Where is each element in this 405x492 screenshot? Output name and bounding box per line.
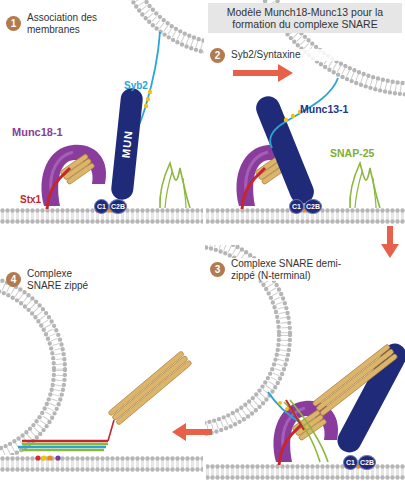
c-domain: C1 xyxy=(289,199,304,214)
protein-label: Munc18-1 xyxy=(12,126,63,138)
protein-label: Syb2 xyxy=(124,80,148,91)
step-circle: 3Complexe SNARE demi-zippé (N-terminal) xyxy=(210,262,225,277)
domain-label: C1 xyxy=(95,200,108,213)
plasma-membrane xyxy=(0,456,203,472)
protein-label: SNAP-25 xyxy=(330,147,374,159)
syb2-beads xyxy=(284,110,302,122)
mun-domain: MUN xyxy=(110,87,144,201)
domain-label: C2B xyxy=(305,200,321,213)
step-arrow xyxy=(381,226,399,258)
snap25-helix xyxy=(350,163,380,208)
step-circle: 2Syb2/Syntaxine xyxy=(210,48,225,63)
membrane-lipids xyxy=(35,455,60,460)
c-domain: C2B xyxy=(304,199,322,214)
step-circle: 1Association des membranes xyxy=(6,16,21,31)
step-heading: Complexe SNARE demi-zippé (N-terminal) xyxy=(230,258,344,281)
step-arrow xyxy=(172,423,212,441)
domain-label: C1 xyxy=(290,200,303,213)
vesicle-membrane xyxy=(0,275,65,455)
title-text: Modèle Munch18-Munc13 pour la formation … xyxy=(227,6,383,30)
c-domain: C1 xyxy=(94,199,109,214)
snap25-helix xyxy=(160,163,190,208)
domain-label: C2B xyxy=(359,456,375,469)
stx1-strand xyxy=(286,400,304,430)
step-number: 3 xyxy=(210,262,225,277)
step-number: 4 xyxy=(6,272,21,287)
protein-label: Stx1 xyxy=(20,194,41,205)
syb2-beads xyxy=(144,90,152,108)
step-heading: Syb2/Syntaxine xyxy=(230,49,342,61)
domain-label: C1 xyxy=(344,456,357,469)
step-heading: Association des membranes xyxy=(26,12,108,35)
c-domain: C2B xyxy=(109,199,127,214)
step-number: 2 xyxy=(210,48,225,63)
domain-label: C2B xyxy=(110,200,126,213)
domain-label: MUN xyxy=(120,129,135,158)
c-domain: C1 xyxy=(343,455,358,470)
plasma-membrane xyxy=(206,464,405,480)
step-heading: Complexe SNARE zippé xyxy=(26,268,102,291)
step-number: 1 xyxy=(6,16,21,31)
protein-label: Munc13-1 xyxy=(300,103,348,115)
vesicle-membrane xyxy=(115,0,204,55)
c-domain: C2B xyxy=(358,455,376,470)
syb2-beads xyxy=(278,401,289,411)
habc-domain xyxy=(108,351,192,426)
habc-domain xyxy=(312,344,398,416)
snap25-helix xyxy=(284,400,328,462)
step-arrow xyxy=(233,64,293,82)
title-box: Modèle Munch18-Munc13 pour la formation … xyxy=(208,3,402,33)
snare-complex xyxy=(18,420,114,450)
step-circle: 4Complexe SNARE zippé xyxy=(6,272,21,287)
